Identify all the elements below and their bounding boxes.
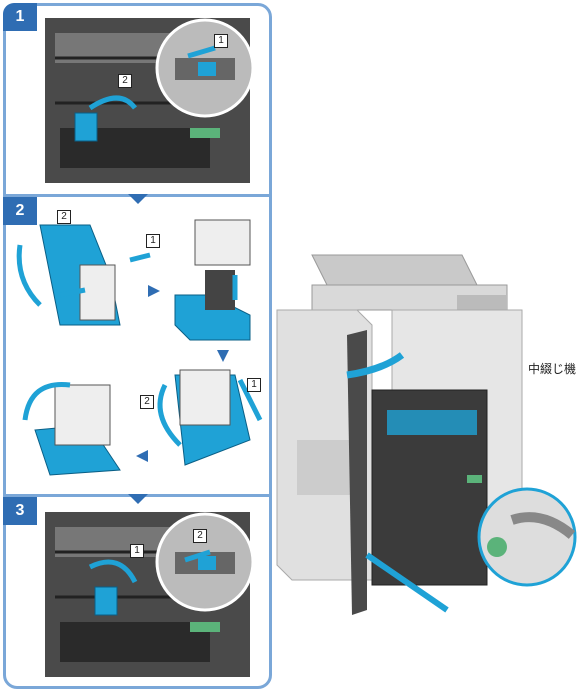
down-arrow-icon	[128, 194, 148, 204]
callout-2: 2	[140, 395, 154, 409]
step-3-badge: 3	[3, 497, 37, 525]
callout-2: 2	[118, 74, 132, 88]
step-1-illustration	[45, 18, 255, 183]
machine-illustration	[276, 254, 577, 615]
callout-1: 1	[247, 378, 261, 392]
step-3-illustration	[45, 512, 255, 677]
callout-2: 2	[193, 529, 207, 543]
down-arrow-icon	[128, 494, 148, 504]
callout-1: 1	[146, 234, 160, 248]
callout-1: 1	[130, 544, 144, 558]
step-1-badge: 1	[3, 3, 37, 31]
step-2-badge: 2	[3, 197, 37, 225]
machine-label: 中綴じ機	[528, 362, 577, 376]
callout-2: 2	[57, 210, 71, 224]
step-2-illustration	[16, 219, 263, 476]
steps-frame	[3, 3, 272, 689]
callout-1: 1	[214, 34, 228, 48]
